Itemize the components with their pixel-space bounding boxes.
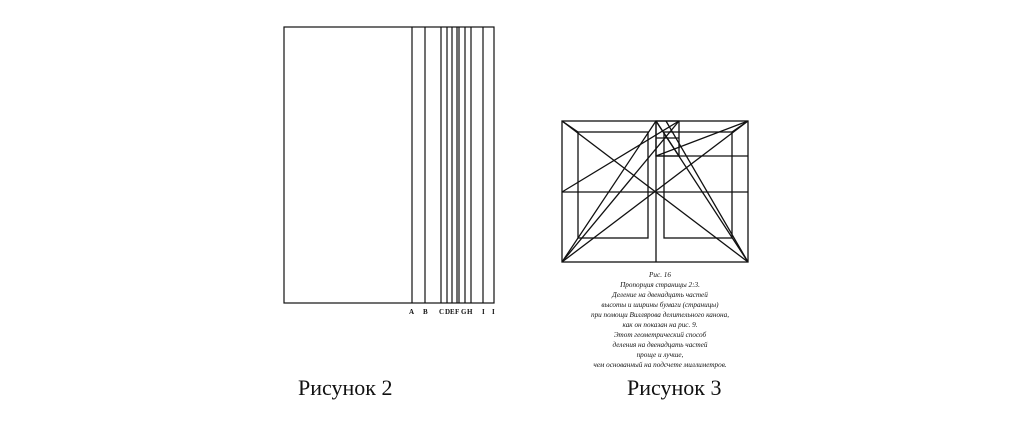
line-letter: C [439,308,445,316]
spread-diagonal-2 [561,120,749,263]
caption-line: при помощи Виллярова делительного канона… [590,311,730,319]
caption-line: Пропорция страницы 2:3. [620,281,700,289]
line-letter: E [450,308,455,316]
caption-line: Деление на двенадцать частей [612,291,708,299]
corner-line-tl [561,120,579,133]
construction-line-1 [561,120,680,193]
caption-line: Рис. 16 [649,271,671,279]
figure-2-page-rect [283,26,495,304]
construction-line-2 [561,120,680,263]
caption-line: Этот геометрический способ [613,331,707,339]
line-letter: B [423,308,428,316]
caption-line: деления на двенадцать частей [612,341,708,349]
figure-2-diagram [283,26,495,304]
left-text-block [577,131,649,239]
construction-line-3 [655,120,749,157]
line-letter: A [409,308,415,316]
line-letter: D [445,308,451,316]
figure-3-diagram [561,120,749,263]
construction-line-5 [665,120,749,263]
caption-line: как он показан на рис. 9. [622,321,698,329]
caption-line: проще и лучше, [636,351,684,359]
figure-2-label: Рисунок 2 [298,375,393,400]
line-letter: F [455,308,460,316]
caption-line: чем основанный на подсчете миллиметров. [593,361,727,369]
line-letter: H [467,308,473,316]
figure-3-caption: Рис. 16 Пропорция страницы 2:3. Деление … [560,270,760,370]
corner-line-tr [731,120,749,133]
construction-line-4 [655,120,680,157]
line-letter: G [461,308,467,316]
caption-line: высоты и ширины бумаги (страницы) [601,301,719,309]
line-letter: I [492,308,495,316]
figure-3-label: Рисунок 3 [627,375,722,400]
line-letter: I [482,308,485,316]
